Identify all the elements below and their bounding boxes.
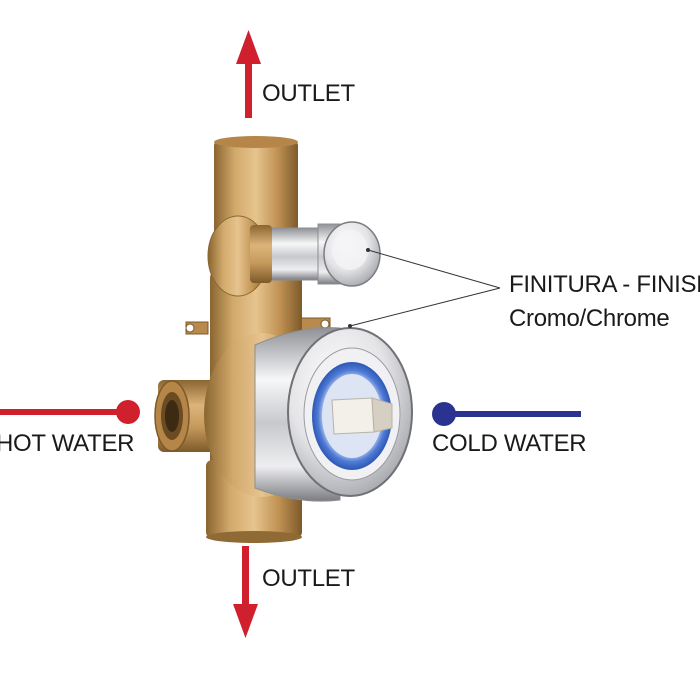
diverter-cap: [250, 221, 381, 287]
arrow-up-icon: [236, 30, 261, 64]
cold-dot-icon: [432, 402, 456, 426]
cold-water-line: [432, 402, 581, 426]
cold-water-label: COLD WATER: [432, 430, 587, 457]
hot-dot-icon: [116, 400, 140, 424]
hot-water-label: HOT WATER: [0, 430, 135, 457]
finish-value-label: Cromo/Chrome: [509, 305, 670, 332]
finish-leader-lines: [348, 248, 501, 328]
outlet-top-arrow: [236, 30, 261, 118]
outlet-bottom-arrow: [233, 546, 258, 638]
hot-water-line: [0, 400, 140, 424]
outlet-bottom-label: OUTLET: [262, 565, 355, 592]
mixer-cartridge: [254, 327, 413, 502]
finish-title-label: FINITURA - FINISH: [509, 271, 700, 298]
outlet-top-label: OUTLET: [262, 80, 355, 107]
arrow-down-icon: [233, 604, 258, 638]
